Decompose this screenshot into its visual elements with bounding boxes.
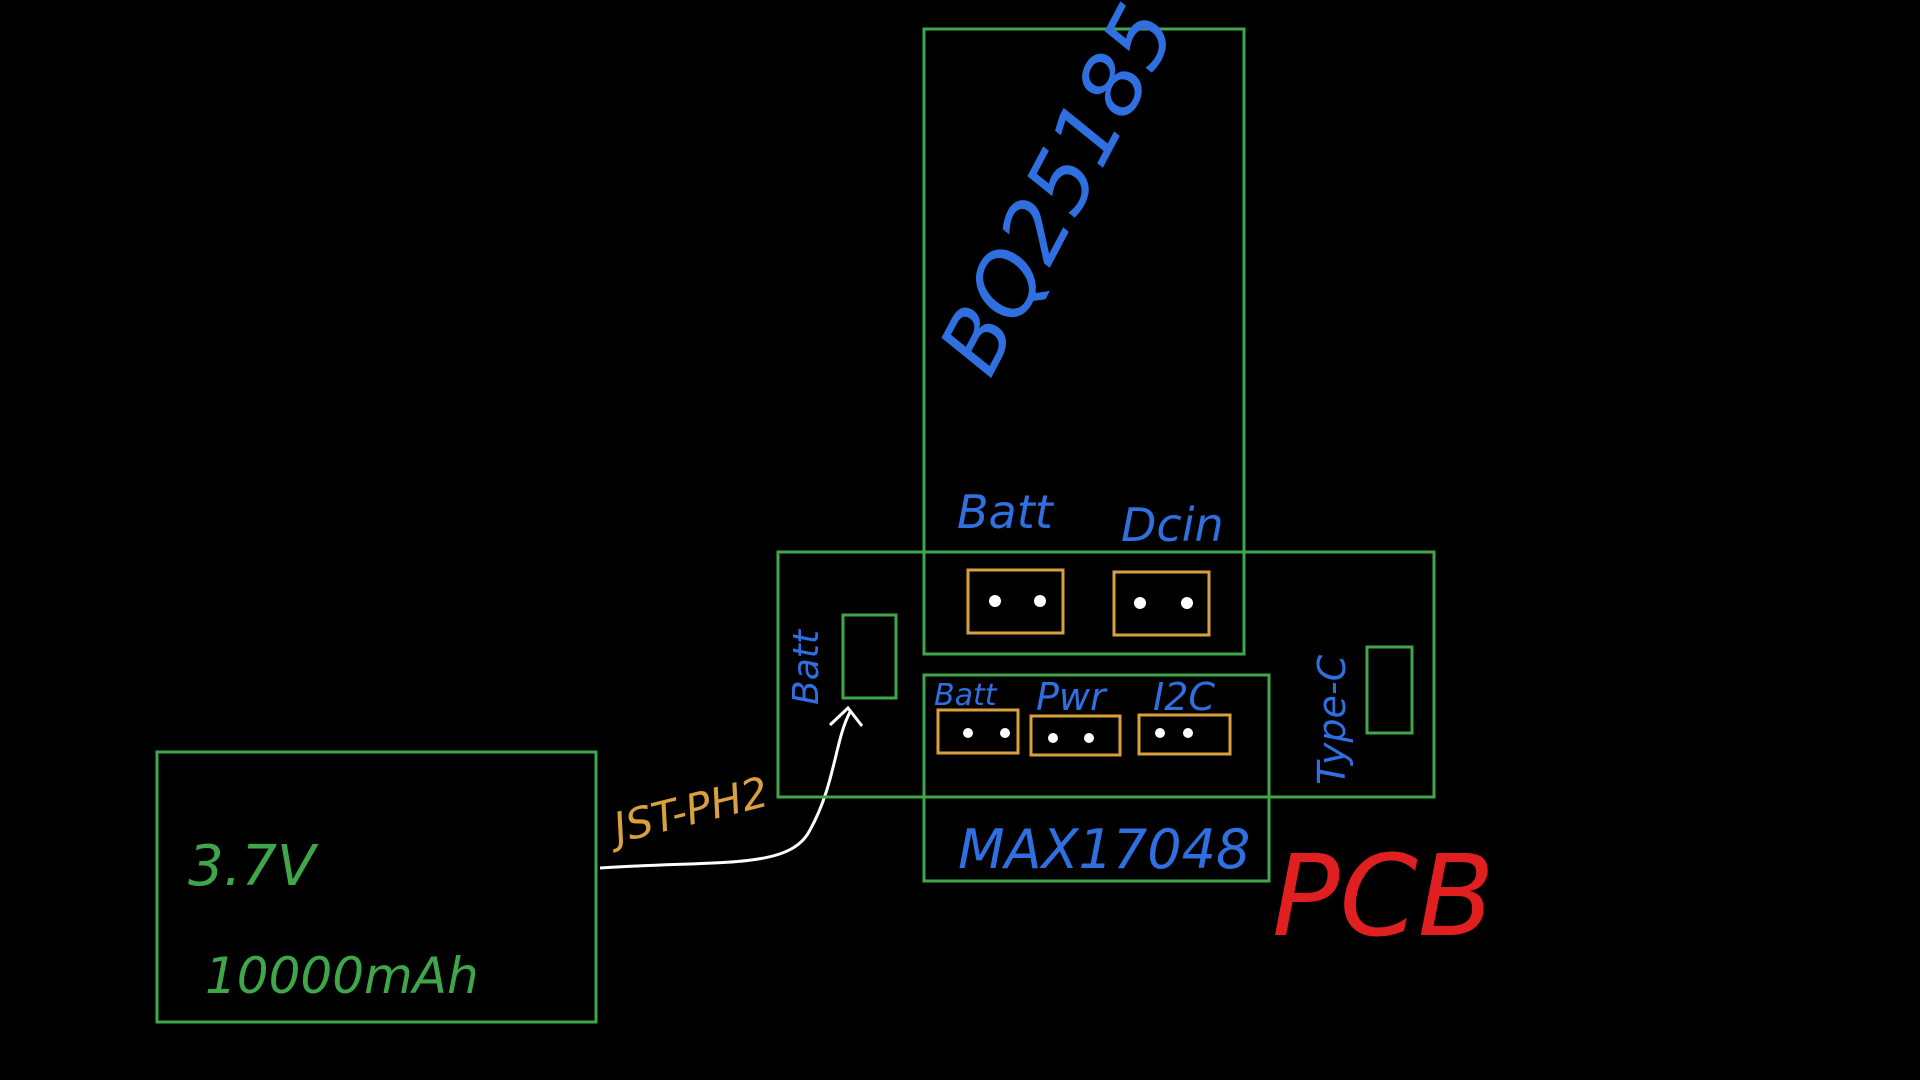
gauge-header-i2c-body [1137,713,1232,756]
gauge-header-i2c-pin [1155,728,1165,738]
battery-block: 3.7V 10000mAh [155,750,598,1024]
gauge-header-batt-pin [963,728,973,738]
gauge-header-i2c-pin [1183,728,1193,738]
cable-label: JST-PH2 [602,767,773,854]
gauge-header-batt [936,708,1020,755]
charger-header-dcin-pin [1181,597,1193,609]
gauge-header-i2c-label: I2C [1153,675,1215,719]
charger-header-dcin [1112,570,1211,637]
charger-module-label: BQ25185 [920,0,1196,390]
gauge-header-i2c [1137,713,1232,756]
battery-outline [155,750,598,1024]
charger-header-batt-body [966,568,1065,635]
cable-arrow-head [828,705,864,727]
main-board: Batt Type-C [776,550,1436,799]
charger-module: BQ25185 Batt Dcin [920,0,1246,656]
main-board-outline [776,550,1436,799]
battery-cable: JST-PH2 [599,705,864,870]
main-board-usb-label: Type-C [1310,654,1354,785]
gauge-header-pwr [1029,714,1122,757]
gauge-module: Batt Pwr I2C MAX17048 [922,673,1271,883]
charger-header-batt-pin [989,595,1001,607]
gauge-module-label: MAX17048 [958,818,1250,881]
charger-header-dcin-body [1112,570,1211,637]
gauge-module-outline [922,673,1271,883]
cable-wire [599,711,852,870]
gauge-header-batt-label: Batt [934,678,998,713]
gauge-header-pwr-body [1029,714,1122,757]
gauge-header-pwr-label: Pwr [1036,675,1108,719]
usb-c-port [1365,645,1414,735]
battery-voltage-label: 3.7V [188,834,319,899]
charger-module-outline [922,27,1246,656]
pcb-label: PCB [1272,832,1495,962]
gauge-header-pwr-pin [1048,733,1058,743]
battery-capacity-label: 10000mAh [205,947,479,1005]
main-board-batt-label: Batt [786,628,827,705]
gauge-header-batt-body [936,708,1020,755]
charger-header-dcin-pin [1134,597,1146,609]
batt-connector-socket [841,613,898,700]
gauge-header-batt-pin [1000,728,1010,738]
charger-header-batt-pin [1034,595,1046,607]
charger-header-batt-label: Batt [957,485,1055,539]
charger-header-batt [966,568,1065,635]
charger-header-dcin-label: Dcin [1121,498,1224,552]
gauge-header-pwr-pin [1084,733,1094,743]
